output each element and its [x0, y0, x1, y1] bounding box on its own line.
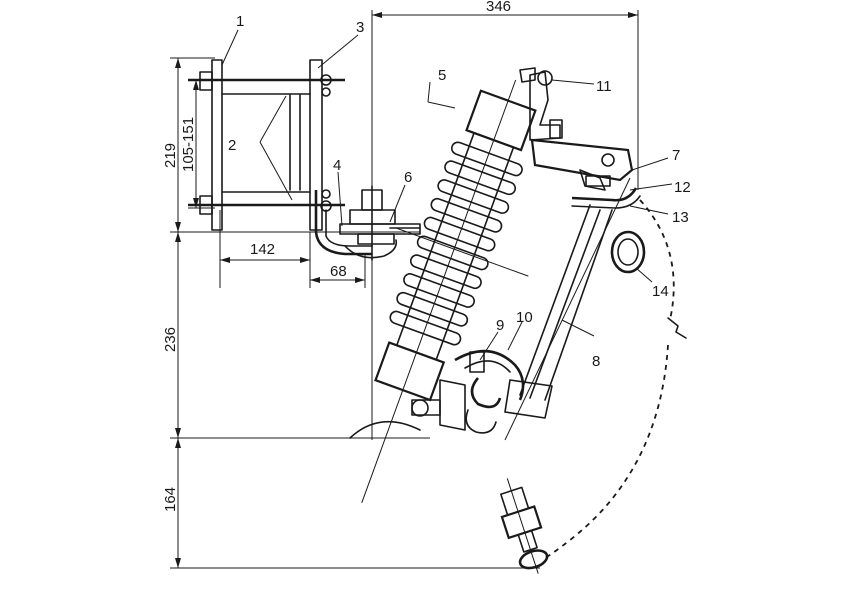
callout-14: 14: [652, 283, 669, 300]
callout-8: 8: [592, 353, 600, 370]
dim-219: 219: [162, 143, 179, 168]
dim-142: 142: [250, 241, 275, 258]
swing-path: [544, 199, 687, 559]
dim-105-151: 105-151: [180, 117, 197, 172]
dim-346: 346: [486, 0, 511, 15]
top-contact-assembly: [519, 67, 641, 209]
callout-9: 9: [496, 317, 504, 334]
bottom-contact-assembly: [349, 349, 525, 439]
callout-7: 7: [672, 147, 680, 164]
callout-1: 1: [236, 13, 244, 30]
callout-3: 3: [356, 19, 364, 36]
fuse-tube: [504, 177, 646, 441]
dim-236: 236: [162, 327, 179, 352]
callout-2: 2: [228, 137, 236, 154]
callout-5: 5: [438, 67, 446, 84]
dim-164: 164: [162, 487, 179, 512]
base-clamp: [339, 185, 421, 261]
callout-4: 4: [333, 157, 341, 174]
insulator: [361, 79, 537, 504]
callout-12: 12: [674, 179, 691, 196]
leader-lines: [221, 29, 673, 361]
dropped-fuse: [500, 478, 549, 574]
callout-10: 10: [516, 309, 533, 326]
dim-68: 68: [330, 263, 347, 280]
callout-11: 11: [596, 78, 612, 95]
callout-6: 6: [404, 169, 412, 186]
mounting-bracket: [188, 59, 373, 256]
callout-13: 13: [672, 209, 689, 226]
